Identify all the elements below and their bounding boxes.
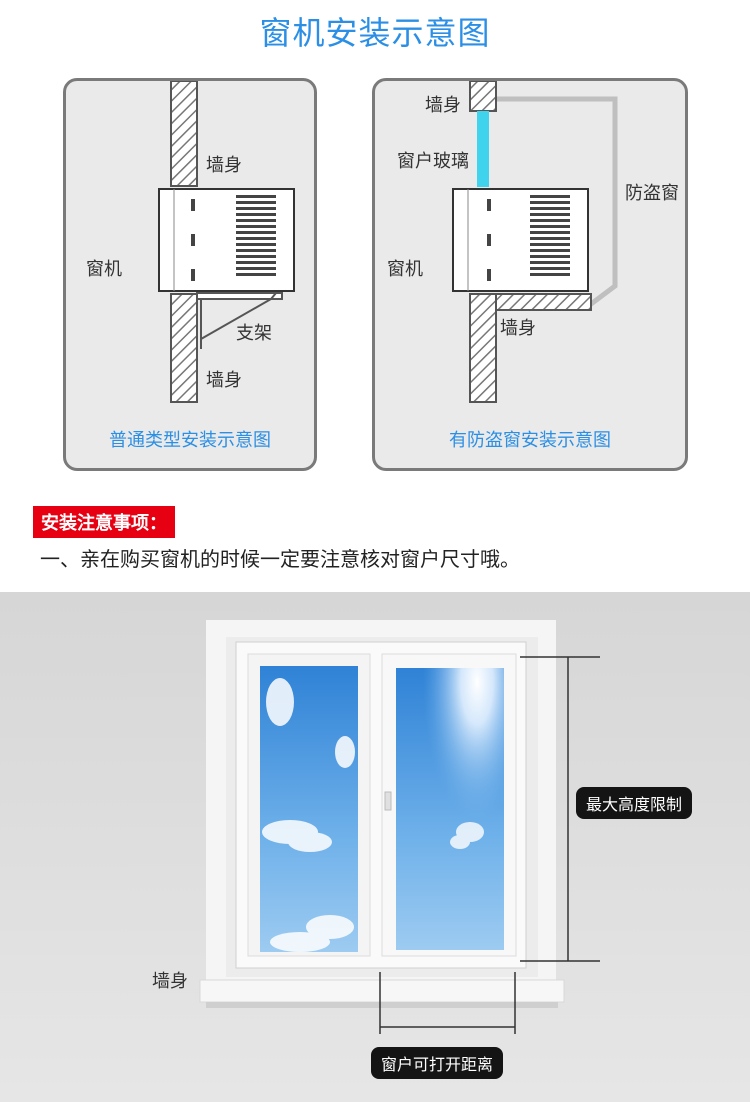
wall-label: 墙身 (152, 971, 188, 992)
height-measure-line (520, 656, 600, 962)
anti-theft-frame (493, 96, 618, 309)
label-wall-bottom: 墙身 (206, 370, 242, 391)
diagram-panel-normal: 墙身 窗机 支架 墙身 普通类型安装示意图 (63, 78, 317, 471)
height-limit-label: 最大高度限制 (576, 787, 693, 819)
wall-lower (170, 293, 198, 403)
window-ac-unit (158, 188, 295, 292)
label-ac-unit: 窗机 (86, 259, 122, 280)
diagram-panel-anti-theft: 墙身 窗户玻璃 防盗窗 窗机 墙身 有防盗窗安装示意图 (372, 78, 688, 471)
notice-title: 安装注意事项： (33, 506, 175, 538)
label-glass: 窗户玻璃 (397, 151, 469, 172)
label-wall-top: 墙身 (206, 155, 242, 176)
label-wall-top: 墙身 (425, 95, 461, 116)
page-title: 窗机安装示意图 (259, 14, 491, 52)
wall-upper (469, 81, 497, 112)
label-bracket: 支架 (236, 323, 272, 344)
window-measure-diagram (0, 592, 750, 1102)
caption-normal: 普通类型安装示意图 (109, 430, 271, 451)
window-photo-illustration: 最大高度限制 窗户可打开距离 墙身 (0, 592, 750, 1102)
wall-lower (469, 293, 497, 403)
window-ac-unit (452, 188, 589, 292)
notice-text: 一、亲在购买窗机的时候一定要注意核对窗户尺寸哦。 (40, 547, 520, 571)
label-ac-unit: 窗机 (387, 259, 423, 280)
wall-upper (170, 81, 198, 187)
window-glass (477, 111, 489, 187)
window-handle (384, 791, 392, 811)
opening-distance-label: 窗户可打开距离 (371, 1047, 504, 1079)
anti-theft-install-diagram (452, 81, 618, 403)
label-anti-theft: 防盗窗 (625, 183, 679, 204)
clouds-right (450, 822, 484, 849)
label-wall-bottom: 墙身 (500, 318, 536, 339)
clouds-left (262, 678, 355, 952)
wall-ledge (495, 293, 592, 311)
support-bracket (196, 292, 283, 349)
caption-anti-theft: 有防盗窗安装示意图 (449, 430, 611, 451)
normal-install-diagram (158, 81, 295, 403)
window-sill (199, 979, 565, 1003)
opening-measure-line (379, 972, 516, 1034)
